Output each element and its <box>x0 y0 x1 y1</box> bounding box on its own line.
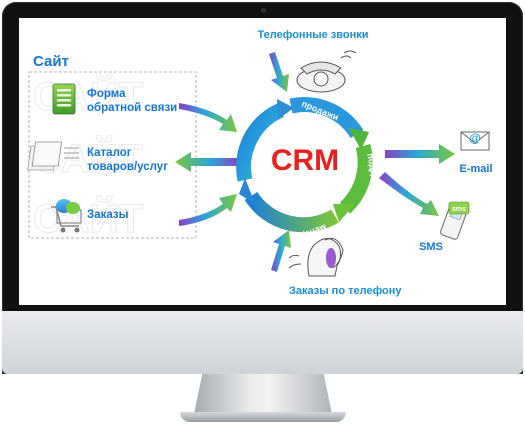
arrow-crm-to-email <box>385 144 455 164</box>
telephone-icon <box>296 50 357 93</box>
site-watermark: САЙТ <box>33 73 143 119</box>
catalog-icon <box>27 141 79 171</box>
site-watermark: САЙТ <box>33 195 143 241</box>
catalog-label: Каталог <box>87 147 132 159</box>
feedback-form-icon <box>52 83 76 115</box>
monitor-base <box>180 412 346 422</box>
sms-badge-text: sms <box>452 206 466 213</box>
site-panel: Сайт САЙТ САЙТ САЙТ <box>28 53 197 242</box>
sms-label: SMS <box>419 241 443 253</box>
arrow-phone-orders-to-crm <box>271 230 291 272</box>
phone-orders-label: Заказы по телефону <box>289 285 402 297</box>
orders-label: Заказы <box>87 209 129 221</box>
feedback-form-label: Форма <box>87 88 126 100</box>
email-icon: @ <box>460 131 490 151</box>
phone-calls-label: Телефонные звонки <box>257 29 368 41</box>
person-on-phone-icon <box>288 237 344 277</box>
arrow-feedback-to-crm <box>179 103 237 132</box>
arrow-phone-calls-to-crm <box>269 52 289 92</box>
cart-icon <box>51 199 82 233</box>
monitor-stand <box>194 374 332 414</box>
site-box <box>28 71 197 239</box>
camera-icon <box>261 8 266 13</box>
email-label: E-mail <box>459 163 492 175</box>
feedback-form-label: обратной связи <box>87 102 177 114</box>
crm-cycle <box>236 97 373 233</box>
email-at-glyph: @ <box>469 131 481 145</box>
monitor-chin <box>2 311 523 374</box>
screen: Сайт САЙТ САЙТ САЙТ <box>19 18 506 305</box>
mobile-phone-icon: sms <box>440 201 470 240</box>
arrow-crm-to-catalog <box>175 152 239 172</box>
crm-diagram: Сайт САЙТ САЙТ САЙТ <box>27 29 493 297</box>
catalog-label: товаров/услуг <box>87 161 168 173</box>
site-title: Сайт <box>33 53 69 70</box>
arrow-orders-to-crm <box>179 194 237 226</box>
arrow-crm-to-sms <box>379 172 439 216</box>
crm-title: CRM <box>271 144 339 177</box>
